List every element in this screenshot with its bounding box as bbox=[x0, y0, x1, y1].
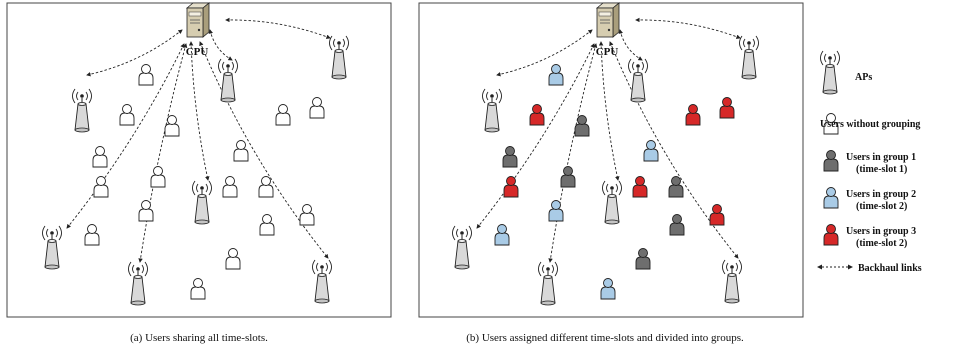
backhaul-link-b-2 bbox=[618, 29, 643, 61]
user-icon-b-12 bbox=[548, 200, 564, 222]
legend-group1-label: Users in group 1 bbox=[846, 152, 916, 163]
user-icon-b-3 bbox=[574, 115, 590, 137]
user-icon-a-7 bbox=[233, 140, 249, 162]
user-icon-b-8 bbox=[560, 166, 576, 188]
ap-icon-a-3 bbox=[329, 35, 349, 80]
backhaul-link-b-3 bbox=[635, 17, 741, 39]
cpu-label-b: CPU bbox=[596, 46, 619, 58]
legend-group2-label: Users in group 2 bbox=[846, 189, 916, 200]
backhaul-link-b-6 bbox=[548, 43, 598, 263]
user-icon-a-14 bbox=[299, 204, 315, 226]
caption-b: (b) Users assigned different time-slots … bbox=[466, 332, 744, 344]
user-icon-b-14 bbox=[709, 204, 725, 226]
ap-icon-b-6 bbox=[538, 261, 558, 306]
user-icon-b-7 bbox=[643, 140, 659, 162]
user-icon-a-6 bbox=[92, 146, 108, 168]
user-icon-b-2 bbox=[529, 104, 545, 126]
user-icon-b-15 bbox=[494, 224, 510, 246]
user-icon-b-6 bbox=[502, 146, 518, 168]
backhaul-link-a-5 bbox=[66, 43, 185, 229]
ap-icon-b-5 bbox=[452, 225, 472, 270]
ap-icon-a-5 bbox=[42, 225, 62, 270]
ap-icon-a-2 bbox=[218, 58, 238, 103]
cpu-label-a: CPU bbox=[186, 46, 209, 58]
backhaul-link-a-6 bbox=[138, 43, 188, 263]
ap-icon-a-7 bbox=[312, 259, 332, 304]
ap-icon-b-2 bbox=[628, 58, 648, 103]
legend-group2-slot: (time-slot 2) bbox=[856, 201, 907, 212]
backhaul-link-b-5 bbox=[476, 43, 595, 229]
legend-user-group1-icon bbox=[823, 150, 839, 172]
backhaul-link-a-3 bbox=[225, 17, 331, 39]
legend-user-group3-icon bbox=[823, 224, 839, 246]
backhaul-link-a-2 bbox=[208, 29, 233, 61]
user-icon-a-3 bbox=[164, 115, 180, 137]
user-icon-b-1 bbox=[548, 64, 564, 86]
user-icon-a-2 bbox=[119, 104, 135, 126]
ap-icon-b-4 bbox=[602, 180, 622, 225]
user-icon-b-16 bbox=[635, 248, 651, 270]
legend-group1-slot: (time-slot 1) bbox=[856, 164, 907, 175]
ap-icon-b-7 bbox=[722, 259, 742, 304]
user-icon-a-12 bbox=[138, 200, 154, 222]
user-icon-a-10 bbox=[222, 176, 238, 198]
ap-icon-a-1 bbox=[72, 88, 92, 133]
user-icon-a-15 bbox=[84, 224, 100, 246]
user-icon-b-9 bbox=[503, 176, 519, 198]
legend-group3-slot: (time-slot 2) bbox=[856, 238, 907, 249]
user-icon-a-16 bbox=[225, 248, 241, 270]
backhaul-link-b-7 bbox=[609, 41, 739, 259]
user-icon-a-11 bbox=[258, 176, 274, 198]
user-icon-b-5 bbox=[719, 97, 735, 119]
legend-user-group2-icon bbox=[823, 187, 839, 209]
backhaul-link-b-1 bbox=[496, 29, 593, 77]
cpu-server-icon-b bbox=[595, 2, 621, 38]
legend-aps-label: APs bbox=[855, 72, 872, 83]
legend-no-group-label: Users without grouping bbox=[820, 119, 920, 130]
legend-ap-icon bbox=[820, 50, 840, 95]
ap-icon-a-4 bbox=[192, 180, 212, 225]
user-icon-a-17 bbox=[190, 278, 206, 300]
ap-icon-b-3 bbox=[739, 35, 759, 80]
user-icon-a-1 bbox=[138, 64, 154, 86]
user-icon-b-4 bbox=[685, 104, 701, 126]
legend-group3-label: Users in group 3 bbox=[846, 226, 916, 237]
backhaul-link-a-7 bbox=[199, 41, 329, 259]
backhaul-link-a-1 bbox=[86, 29, 183, 77]
user-icon-a-8 bbox=[150, 166, 166, 188]
user-icon-b-11 bbox=[668, 176, 684, 198]
caption-a: (a) Users sharing all time-slots. bbox=[130, 332, 268, 344]
user-icon-b-10 bbox=[632, 176, 648, 198]
backhaul-link-a-4 bbox=[188, 41, 210, 181]
user-icon-a-5 bbox=[309, 97, 325, 119]
user-icon-b-13 bbox=[669, 214, 685, 236]
user-icon-a-13 bbox=[259, 214, 275, 236]
user-icon-a-4 bbox=[275, 104, 291, 126]
user-icon-b-17 bbox=[600, 278, 616, 300]
legend-backhaul-label: Backhaul links bbox=[858, 263, 922, 274]
legend-user-no-group-icon bbox=[823, 113, 839, 135]
backhaul-link-b-4 bbox=[598, 41, 620, 181]
ap-icon-a-6 bbox=[128, 261, 148, 306]
ap-icon-b-1 bbox=[482, 88, 502, 133]
user-icon-a-9 bbox=[93, 176, 109, 198]
cpu-server-icon-a bbox=[185, 2, 211, 38]
